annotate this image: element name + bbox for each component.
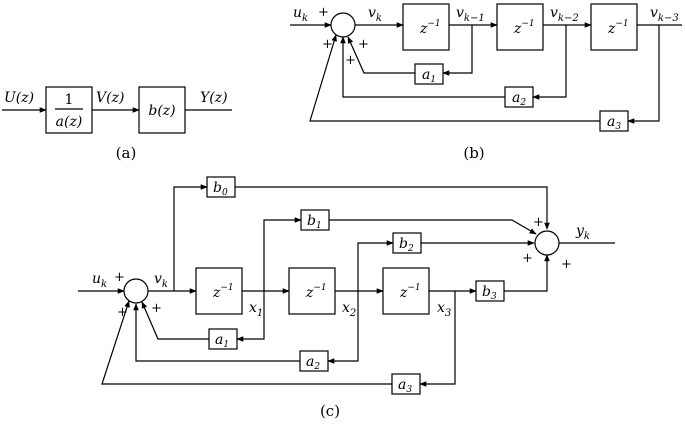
a2-input bbox=[327, 291, 359, 364]
gain-b3-label: b3 bbox=[482, 284, 497, 302]
summing-junction-input bbox=[123, 278, 149, 304]
sum-sign: + bbox=[358, 37, 369, 52]
delay-label: z−1 bbox=[607, 19, 629, 37]
delay-block-1 bbox=[402, 3, 450, 51]
delay-block-3 bbox=[590, 3, 638, 51]
delay-label: z−1 bbox=[399, 283, 421, 301]
output-label: Y(z) bbox=[200, 90, 228, 106]
feedback-a2 bbox=[340, 36, 505, 98]
gain-a3-label: a3 bbox=[398, 377, 412, 395]
sum-sign: + bbox=[345, 53, 356, 68]
caption-b: (b) bbox=[463, 144, 484, 162]
b0-input bbox=[173, 184, 208, 291]
sum-sign: + bbox=[117, 305, 128, 320]
input-label: uk bbox=[92, 271, 107, 290]
tap-vk3 bbox=[627, 25, 660, 124]
state-x1: x1 bbox=[249, 300, 263, 319]
state-x3: x3 bbox=[437, 300, 451, 319]
caption-c: (c) bbox=[320, 402, 340, 420]
summing-junction-output bbox=[534, 230, 560, 256]
b1-output bbox=[329, 219, 537, 235]
gain-a3-label: a3 bbox=[607, 114, 621, 132]
signal-vk-1: vk−1 bbox=[456, 5, 485, 24]
delay-block-3 bbox=[382, 267, 430, 315]
signal-vk: vk bbox=[368, 5, 382, 24]
caption-a: (a) bbox=[116, 144, 137, 162]
gain-a1-label: a1 bbox=[215, 332, 229, 350]
sum-sign: + bbox=[533, 215, 544, 230]
gain-a1-label: a1 bbox=[422, 67, 436, 85]
b-block-label: b(z) bbox=[148, 103, 175, 119]
gain-a2-label: a2 bbox=[512, 90, 526, 108]
a3-feedback bbox=[101, 300, 392, 385]
a1-input bbox=[236, 291, 265, 342]
b-block bbox=[138, 86, 186, 134]
block-numerator: 1 bbox=[65, 92, 74, 108]
delay-label: z−1 bbox=[513, 19, 535, 37]
feedback-a3 bbox=[309, 34, 600, 122]
gain-b2-label: b2 bbox=[399, 236, 414, 254]
state-x2: x2 bbox=[342, 300, 356, 319]
b0-output bbox=[235, 186, 550, 230]
delay-label: z−1 bbox=[212, 283, 234, 301]
b1-input bbox=[263, 217, 302, 291]
sum-sign: + bbox=[322, 37, 333, 52]
gain-a2-label: a2 bbox=[306, 354, 320, 372]
panel-b: uk + + + + vk z−1 vk−1 z−1 vk−2 z−1 vk−3… bbox=[290, 3, 682, 162]
a3-input bbox=[419, 291, 456, 387]
a2-feedback bbox=[133, 303, 300, 362]
signal-vk-3: vk−3 bbox=[650, 5, 679, 24]
panel-c: uk + + + vk b0 z−1 x1 b1 a1 z−1 x2 bbox=[78, 176, 615, 420]
signal-vk-2: vk−2 bbox=[550, 5, 579, 24]
sum-sign: + bbox=[114, 270, 125, 285]
input-label: U(z) bbox=[4, 90, 34, 106]
b3-output bbox=[504, 254, 550, 292]
delay-label: z−1 bbox=[419, 19, 441, 37]
feedback-a1 bbox=[347, 36, 415, 74]
sum-sign: + bbox=[522, 251, 533, 266]
block-denominator: a(z) bbox=[56, 114, 83, 130]
input-label: uk bbox=[293, 5, 308, 24]
summing-junction bbox=[330, 12, 356, 38]
gain-a1 bbox=[414, 63, 444, 85]
sum-sign: + bbox=[151, 301, 162, 316]
sum-sign: + bbox=[561, 257, 572, 272]
delay-label: z−1 bbox=[305, 283, 327, 301]
signal-vk: vk bbox=[154, 271, 168, 290]
b2-input bbox=[357, 240, 394, 291]
panel-a: U(z) 1 a(z) V(z) b(z) Y(z) (a) bbox=[2, 86, 232, 162]
gain-b1-label: b1 bbox=[307, 213, 322, 231]
tap-vk1 bbox=[442, 25, 473, 76]
sum-sign: + bbox=[318, 5, 329, 20]
tap-vk2 bbox=[532, 25, 567, 100]
output-label: yk bbox=[575, 223, 590, 242]
a1-feedback bbox=[141, 301, 209, 340]
mid-label: V(z) bbox=[96, 90, 124, 106]
delay-block-2 bbox=[496, 3, 544, 51]
gain-b0-label: b0 bbox=[213, 180, 228, 198]
delay-block-2 bbox=[288, 267, 336, 315]
